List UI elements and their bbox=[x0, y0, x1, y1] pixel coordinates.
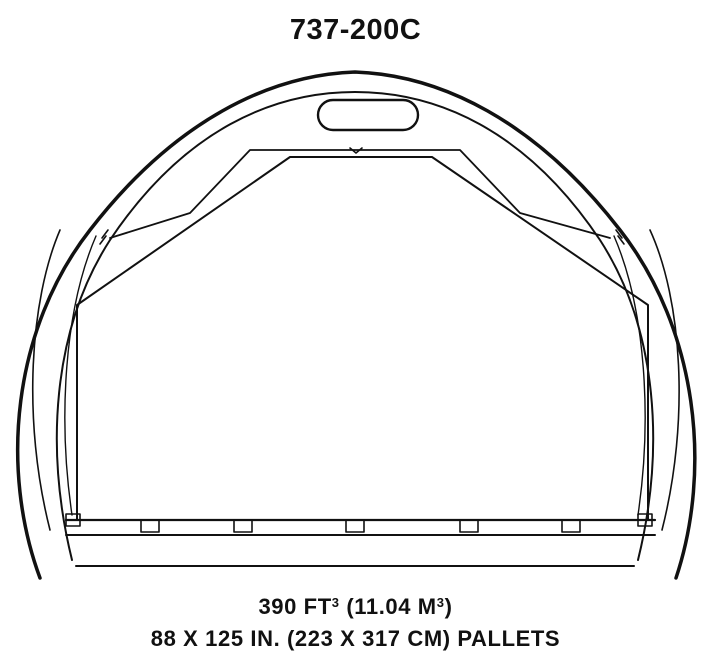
floor-roller-tracks bbox=[65, 513, 653, 533]
floor-roller bbox=[233, 519, 253, 533]
overhead-hatch bbox=[316, 98, 420, 132]
volume-close-paren: ) bbox=[444, 594, 453, 619]
pallet-size-label: 88 X 125 IN. (223 X 317 CM) PALLETS bbox=[150, 626, 561, 651]
volume-m-exponent: 3 bbox=[436, 595, 445, 610]
pallet-contour bbox=[76, 156, 649, 521]
fuselage-inner-lining bbox=[55, 91, 655, 561]
floor-roller bbox=[345, 519, 365, 533]
floor-roller bbox=[561, 519, 581, 533]
floor-roller bbox=[459, 519, 479, 533]
right-sidewall-liner-inner bbox=[613, 235, 646, 516]
right-liner-clip bbox=[615, 229, 625, 245]
left-sidewall-liner bbox=[31, 229, 61, 531]
ceiling-panel bbox=[109, 149, 611, 239]
floor-roller bbox=[65, 513, 81, 527]
cargo-volume-label: 390 FT3 (11.04 M3) bbox=[0, 594, 711, 620]
volume-cubic-meters: (11.04 M bbox=[346, 594, 437, 619]
fuselage-outer-skin bbox=[15, 70, 697, 580]
aircraft-model-title: 737-200C bbox=[289, 14, 422, 46]
ceiling-panel-marker bbox=[349, 147, 363, 154]
volume-ft-exponent: 3 bbox=[331, 595, 340, 610]
right-sidewall-liner bbox=[649, 229, 680, 531]
left-sidewall-liner-inner bbox=[64, 235, 97, 516]
volume-cubic-feet: 390 FT bbox=[258, 594, 332, 619]
left-liner-clip bbox=[99, 229, 109, 245]
floor-roller bbox=[140, 519, 160, 533]
floor-roller bbox=[637, 513, 653, 527]
